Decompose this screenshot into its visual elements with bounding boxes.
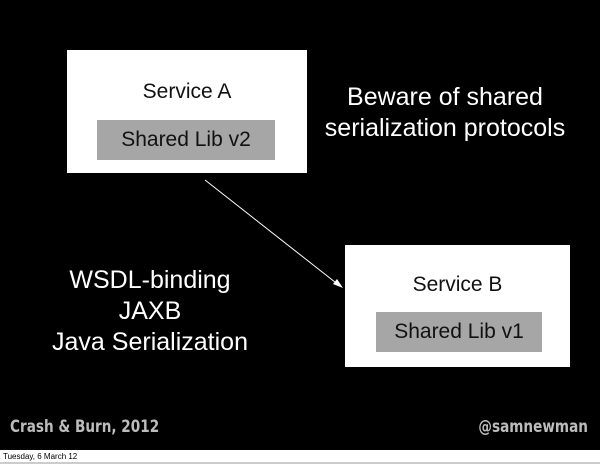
service-a-title: Service A	[142, 80, 232, 103]
protocols-list: WSDL-binding JAXB Java Serialization	[30, 265, 270, 358]
warning-text: Beware of shared serialization protocols	[310, 82, 580, 144]
warning-line: serialization protocols	[324, 114, 566, 142]
divider	[0, 462, 600, 464]
dependency-arrow	[204, 179, 343, 288]
service-a-lib: Shared Lib v2	[97, 120, 275, 160]
service-a-box: Service A Shared Lib v2	[67, 50, 307, 173]
warning-line: Beware of shared	[347, 83, 543, 111]
slide: Service A Shared Lib v2 Service B Shared…	[0, 0, 600, 450]
protocol-item: Java Serialization	[52, 328, 248, 356]
protocol-item: WSDL-binding	[69, 266, 231, 294]
service-b-box: Service B Shared Lib v1	[345, 245, 570, 367]
footer-event: Crash & Burn, 2012	[10, 417, 160, 437]
protocol-item: JAXB	[118, 297, 182, 325]
slide-date: Tuesday, 6 March 12	[3, 452, 78, 461]
service-b-lib: Shared Lib v1	[376, 312, 542, 352]
service-b-title: Service B	[412, 273, 503, 296]
footer-handle: @samnewman	[478, 417, 588, 437]
